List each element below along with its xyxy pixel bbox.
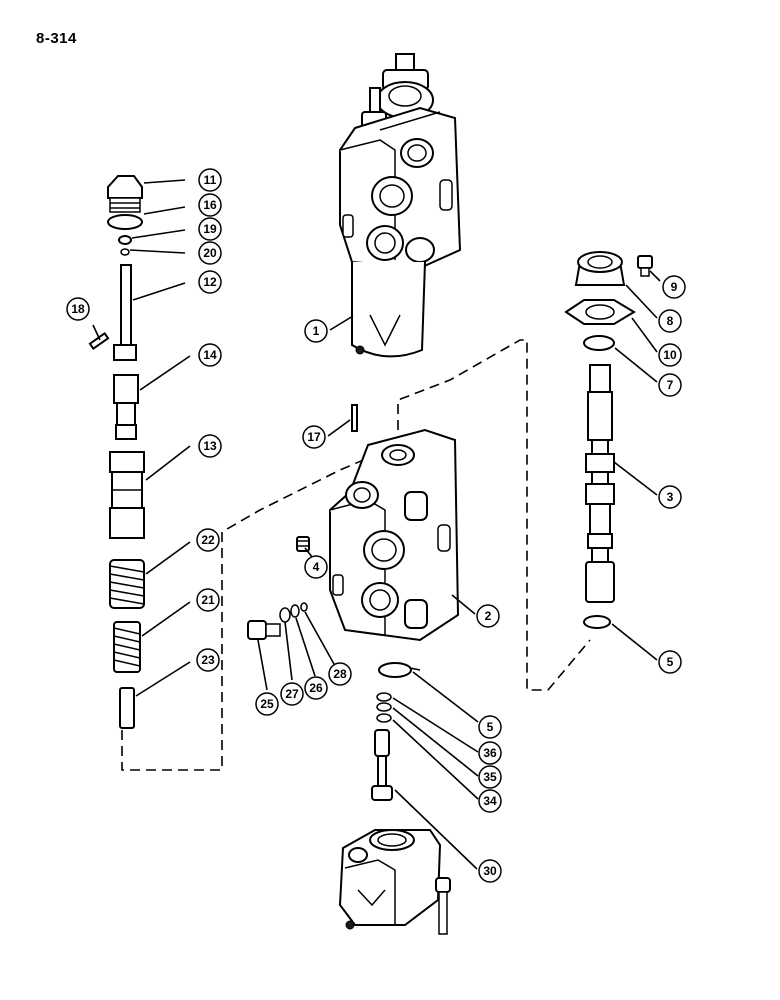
callout-3: 3: [658, 485, 682, 509]
callout-2: 2: [476, 604, 500, 628]
svg-text:12: 12: [203, 275, 217, 289]
callout-34: 34: [478, 789, 502, 813]
callout-10: 10: [658, 343, 682, 367]
callout-27: 27: [280, 682, 304, 706]
callout-1: 1: [304, 319, 328, 343]
ring-27: [279, 607, 291, 623]
plug-11: [107, 175, 143, 213]
ring-28: [300, 602, 308, 612]
svg-text:13: 13: [203, 439, 217, 453]
screw-9: [637, 255, 653, 277]
callout-14: 14: [198, 343, 222, 367]
spool-3: [585, 364, 615, 603]
svg-text:20: 20: [203, 246, 217, 260]
spring-21: [113, 621, 141, 673]
callout-16: 16: [198, 193, 222, 217]
svg-text:5: 5: [667, 655, 674, 669]
cap-8: [574, 251, 626, 286]
o-ring-5-right: [583, 615, 611, 629]
page-number: 8-314: [36, 30, 77, 47]
callout-26: 26: [304, 676, 328, 700]
svg-text:19: 19: [203, 222, 217, 236]
svg-text:3: 3: [667, 490, 674, 504]
valve-body-assembly-top: [339, 53, 462, 358]
callout-7: 7: [658, 373, 682, 397]
plug-4: [296, 536, 310, 552]
callout-9: 9: [662, 275, 686, 299]
svg-text:18: 18: [71, 302, 85, 316]
pin-17: [351, 404, 358, 432]
svg-text:17: 17: [307, 430, 321, 444]
callout-36: 36: [478, 741, 502, 765]
plate-10: [564, 299, 636, 325]
spool-end-12: [113, 264, 137, 361]
relief-valve-body-bottom: [338, 829, 442, 930]
seal-7: [583, 335, 615, 351]
callout-5-right: 5: [658, 650, 682, 674]
svg-text:14: 14: [203, 348, 217, 362]
svg-text:26: 26: [309, 681, 323, 695]
relief-valve-30: [371, 729, 393, 801]
svg-text:28: 28: [333, 667, 347, 681]
callout-4: 4: [304, 555, 328, 579]
callout-20: 20: [198, 241, 222, 265]
sleeve-14: [113, 374, 139, 440]
svg-text:25: 25: [260, 697, 274, 711]
callout-22: 22: [196, 528, 220, 552]
check-valve-25: [247, 620, 281, 640]
svg-text:22: 22: [201, 533, 215, 547]
plunger-23: [119, 687, 135, 729]
svg-text:4: 4: [313, 560, 320, 574]
svg-text:2: 2: [485, 609, 492, 623]
washer-35: [376, 702, 392, 712]
svg-text:23: 23: [201, 653, 215, 667]
dashed-route-right: [397, 339, 591, 691]
callout-12: 12: [198, 270, 222, 294]
svg-text:9: 9: [671, 280, 678, 294]
callout-8: 8: [658, 309, 682, 333]
spring-22: [109, 559, 145, 609]
svg-text:35: 35: [483, 770, 497, 784]
svg-text:27: 27: [285, 687, 299, 701]
svg-text:34: 34: [483, 794, 497, 808]
callout-17: 17: [302, 425, 326, 449]
callout-30: 30: [478, 859, 502, 883]
svg-text:36: 36: [483, 746, 497, 760]
washer-19: [118, 235, 132, 245]
dashed-route-left: [121, 454, 376, 771]
spool-13: [109, 451, 145, 539]
ring-26: [290, 604, 300, 618]
svg-text:21: 21: [201, 593, 215, 607]
svg-text:8: 8: [667, 314, 674, 328]
leader-lines: [92, 179, 661, 870]
svg-text:30: 30: [483, 864, 497, 878]
ring-20: [120, 248, 130, 256]
callout-28: 28: [328, 662, 352, 686]
cap-screw: [435, 877, 451, 935]
valve-section-middle: [329, 428, 460, 642]
svg-text:11: 11: [204, 173, 217, 187]
callout-23: 23: [196, 648, 220, 672]
o-ring-5-center: [378, 662, 412, 678]
washer-34: [376, 713, 392, 723]
o-ring-16: [107, 214, 143, 230]
svg-text:16: 16: [203, 198, 217, 212]
callout-35: 35: [478, 765, 502, 789]
svg-text:7: 7: [667, 378, 674, 392]
callout-21: 21: [196, 588, 220, 612]
washer-36: [376, 692, 392, 702]
svg-text:1: 1: [313, 324, 320, 338]
callout-18: 18: [66, 297, 90, 321]
callout-25: 25: [255, 692, 279, 716]
callout-11: 11: [198, 168, 222, 192]
callout-19: 19: [198, 217, 222, 241]
callout-5-center: 5: [478, 715, 502, 739]
callout-13: 13: [198, 434, 222, 458]
pin-18: [88, 331, 110, 351]
svg-text:5: 5: [487, 720, 494, 734]
svg-text:10: 10: [663, 348, 677, 362]
